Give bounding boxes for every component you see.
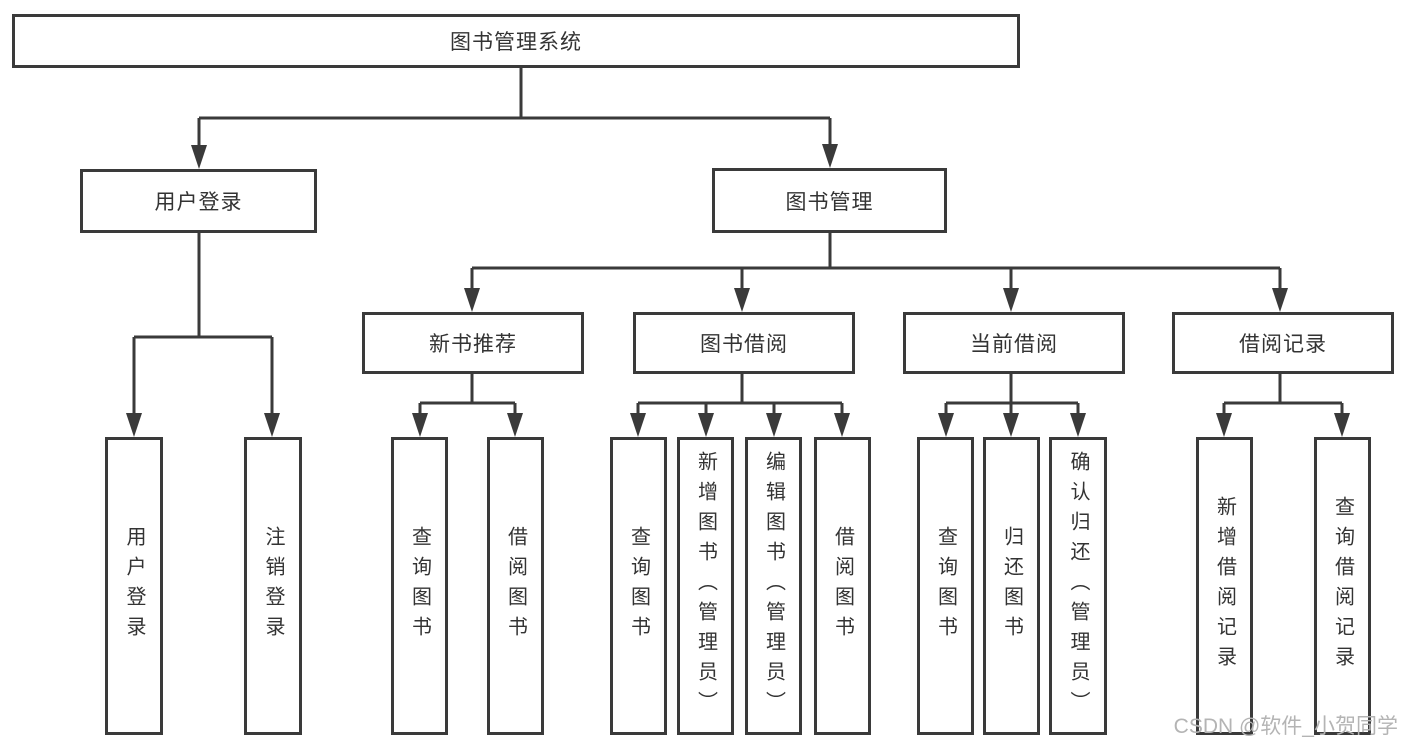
leaf-query-borrow-record-label: 查询借阅记录	[1331, 496, 1354, 676]
leaf-query-books-recommend-label: 查询图书	[408, 526, 431, 646]
node-user-login: 用户登录	[80, 169, 317, 233]
leaf-query-books-recommend: 查询图书	[391, 437, 448, 735]
leaf-borrow-books-recommend: 借阅图书	[487, 437, 544, 735]
leaf-edit-book-admin: 编辑图书（管理员）	[745, 437, 802, 735]
node-current-borrowing: 当前借阅	[903, 312, 1125, 374]
leaf-query-books-borrowing-label: 查询图书	[627, 526, 650, 646]
leaf-borrow-books-borrowing: 借阅图书	[814, 437, 871, 735]
leaf-add-book-admin: 新增图书（管理员）	[677, 437, 734, 735]
leaf-user-login: 用户登录	[105, 437, 163, 735]
leaf-query-books-current: 查询图书	[917, 437, 974, 735]
leaf-add-book-admin-label: 新增图书（管理员）	[694, 451, 717, 721]
leaf-query-books-current-label: 查询图书	[934, 526, 957, 646]
leaf-query-books-borrowing: 查询图书	[610, 437, 667, 735]
leaf-borrow-books-recommend-label: 借阅图书	[504, 526, 527, 646]
leaf-add-borrow-record: 新增借阅记录	[1196, 437, 1253, 735]
leaf-borrow-books-borrowing-label: 借阅图书	[831, 526, 854, 646]
leaf-add-borrow-record-label: 新增借阅记录	[1213, 496, 1236, 676]
node-library-management-system: 图书管理系统	[12, 14, 1020, 68]
leaf-user-login-label: 用户登录	[123, 526, 145, 646]
node-borrowing-records: 借阅记录	[1172, 312, 1394, 374]
leaf-logout: 注销登录	[244, 437, 302, 735]
leaf-confirm-return-admin: 确认归还（管理员）	[1049, 437, 1107, 735]
leaf-edit-book-admin-label: 编辑图书（管理员）	[762, 451, 785, 721]
node-book-borrowing: 图书借阅	[633, 312, 855, 374]
leaf-return-books-label: 归还图书	[1000, 526, 1023, 646]
leaf-return-books: 归还图书	[983, 437, 1040, 735]
node-new-book-recommendation: 新书推荐	[362, 312, 584, 374]
leaf-logout-label: 注销登录	[262, 526, 284, 646]
leaf-confirm-return-admin-label: 确认归还（管理员）	[1067, 451, 1089, 721]
leaf-query-borrow-record: 查询借阅记录	[1314, 437, 1371, 735]
node-book-management: 图书管理	[712, 168, 947, 233]
